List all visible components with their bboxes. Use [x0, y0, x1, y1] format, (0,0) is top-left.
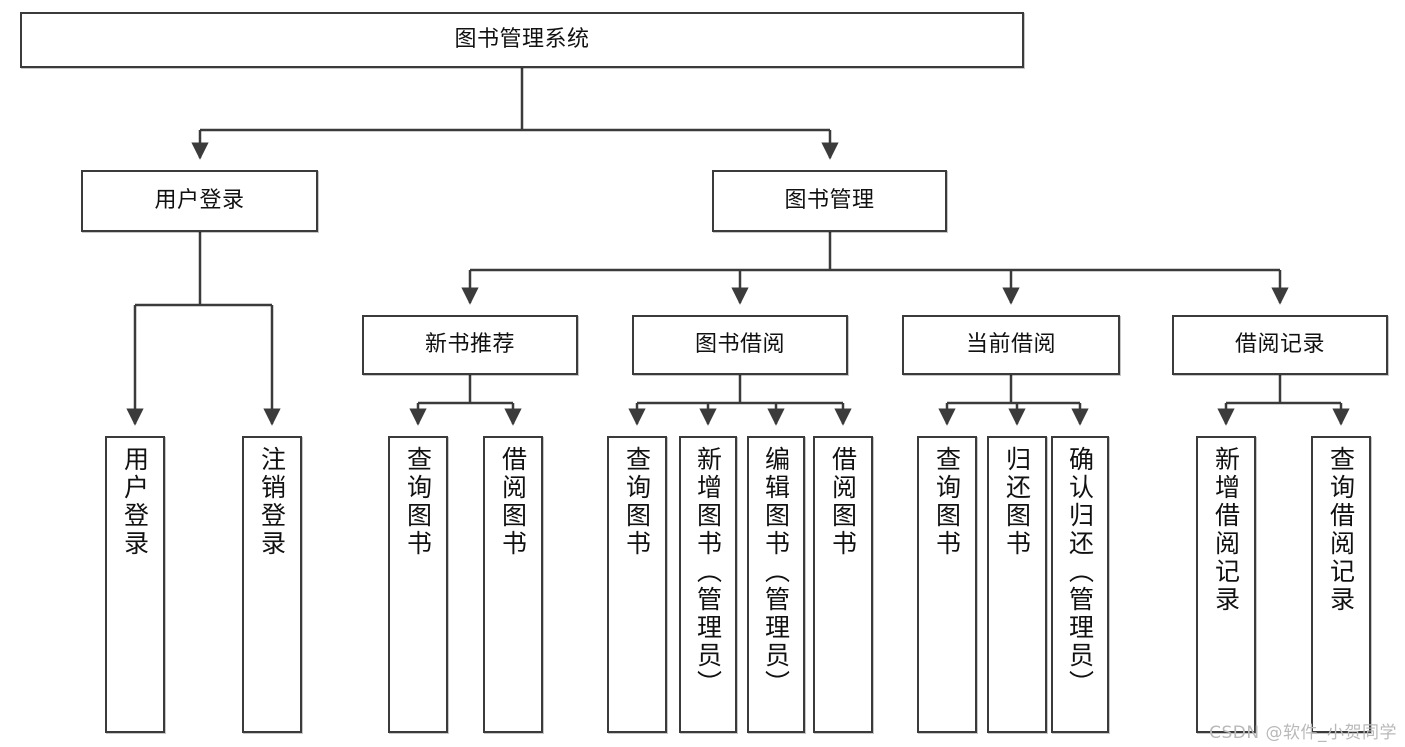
node-leaf-query-book-1-label: 查询图书: [403, 446, 433, 558]
node-leaf-borrow-book-1[interactable]: 借阅图书: [483, 436, 543, 733]
node-leaf-query-book-3-label: 查询图书: [932, 446, 962, 558]
node-leaf-query-borrow-record[interactable]: 查询借阅记录: [1311, 436, 1371, 733]
node-leaf-query-book-2[interactable]: 查询图书: [607, 436, 667, 733]
node-book-borrow-label: 图书借阅: [694, 332, 785, 358]
node-borrow-record-label: 借阅记录: [1234, 332, 1325, 358]
node-leaf-user-login[interactable]: 用户登录: [105, 436, 165, 733]
node-leaf-add-borrow-record[interactable]: 新增借阅记录: [1196, 436, 1256, 733]
node-leaf-return-book-label: 归还图书: [1002, 446, 1032, 558]
node-leaf-add-book-admin[interactable]: 新增图书（管理员）: [679, 436, 737, 733]
node-leaf-query-book-2-label: 查询图书: [622, 446, 652, 558]
node-new-book-recommend[interactable]: 新书推荐: [362, 315, 578, 375]
node-leaf-confirm-return-admin[interactable]: 确认归还（管理员）: [1051, 436, 1109, 733]
node-current-borrow-label: 当前借阅: [965, 332, 1056, 358]
node-leaf-logout-label: 注销登录: [257, 446, 287, 558]
node-leaf-query-borrow-record-label: 查询借阅记录: [1326, 446, 1356, 614]
node-leaf-logout[interactable]: 注销登录: [242, 436, 302, 733]
node-book-management[interactable]: 图书管理: [712, 170, 947, 232]
node-current-borrow[interactable]: 当前借阅: [902, 315, 1120, 375]
node-leaf-confirm-return-admin-label: 确认归还（管理员）: [1065, 446, 1095, 698]
node-book-management-label: 图书管理: [784, 188, 875, 214]
node-root[interactable]: 图书管理系统: [20, 12, 1024, 68]
node-leaf-add-book-admin-label: 新增图书（管理员）: [693, 446, 723, 698]
node-leaf-borrow-book-2-label: 借阅图书: [828, 446, 858, 558]
node-leaf-return-book[interactable]: 归还图书: [987, 436, 1047, 733]
node-leaf-add-borrow-record-label: 新增借阅记录: [1211, 446, 1241, 614]
node-leaf-query-book-1[interactable]: 查询图书: [388, 436, 448, 733]
watermark-text: CSDN @软件_小贺同学: [1209, 723, 1397, 743]
node-user-login-label: 用户登录: [154, 188, 245, 214]
node-leaf-borrow-book-1-label: 借阅图书: [498, 446, 528, 558]
node-user-login[interactable]: 用户登录: [81, 170, 318, 232]
node-leaf-edit-book-admin[interactable]: 编辑图书（管理员）: [747, 436, 805, 733]
node-root-label: 图书管理系统: [454, 27, 590, 53]
node-new-book-recommend-label: 新书推荐: [424, 332, 515, 358]
node-leaf-user-login-label: 用户登录: [120, 446, 150, 558]
node-book-borrow[interactable]: 图书借阅: [632, 315, 848, 375]
node-leaf-edit-book-admin-label: 编辑图书（管理员）: [761, 446, 791, 698]
node-leaf-borrow-book-2[interactable]: 借阅图书: [813, 436, 873, 733]
node-borrow-record[interactable]: 借阅记录: [1172, 315, 1388, 375]
node-leaf-query-book-3[interactable]: 查询图书: [917, 436, 977, 733]
